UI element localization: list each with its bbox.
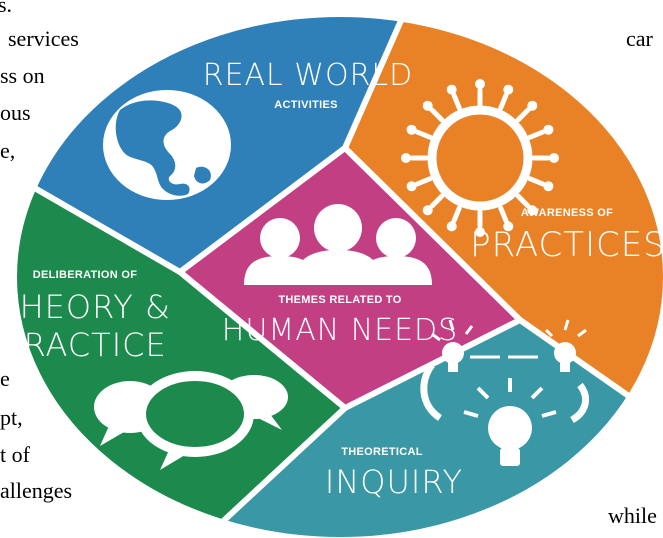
person-body bbox=[414, 129, 433, 140]
person-body bbox=[429, 193, 445, 209]
text-fragment-7: e bbox=[0, 366, 10, 391]
deliberation-title-line1: THEORY & bbox=[0, 288, 171, 326]
person-head bbox=[401, 153, 411, 163]
people-circle-icon bbox=[427, 105, 533, 211]
person-head bbox=[543, 124, 554, 135]
deliberation-subtitle: DELIBERATION OF bbox=[33, 269, 138, 281]
center-subtitle: THEMES RELATED TO bbox=[278, 294, 401, 306]
text-fragment-1: s. bbox=[0, 0, 13, 17]
real-world-title: REAL WORLD bbox=[203, 58, 414, 93]
person-body bbox=[451, 92, 462, 111]
text-fragment-3: car bbox=[626, 26, 653, 51]
person-body bbox=[515, 193, 531, 209]
person-head bbox=[503, 84, 514, 95]
person-body bbox=[429, 107, 445, 123]
lightbulbs-icon bbox=[420, 319, 590, 466]
person-head bbox=[446, 221, 457, 232]
person-head bbox=[446, 84, 457, 95]
deliberation-title-line2: PRACTICE bbox=[3, 326, 166, 364]
theoretical-title: INQUIRY bbox=[325, 463, 463, 501]
text-fragment-6: e, bbox=[0, 138, 16, 163]
diagram-outline bbox=[13, 13, 663, 538]
text-fragment-9: t of bbox=[0, 442, 30, 467]
text-fragment-8: pt, bbox=[0, 405, 23, 430]
person-body bbox=[515, 107, 531, 123]
person-head bbox=[503, 221, 514, 232]
person-body bbox=[527, 176, 546, 187]
people-group-icon bbox=[244, 204, 432, 285]
person-head bbox=[549, 153, 559, 163]
speech-bubbles-icon bbox=[94, 371, 288, 470]
person-head bbox=[543, 181, 554, 192]
person-body bbox=[498, 92, 509, 111]
person-body bbox=[414, 176, 433, 187]
people-ring bbox=[401, 79, 559, 237]
person-head bbox=[475, 227, 485, 237]
person-body bbox=[498, 205, 509, 224]
text-fragment-11: while bbox=[608, 503, 657, 528]
person-head bbox=[406, 181, 417, 192]
text-fragment-2: services bbox=[8, 26, 79, 51]
awareness-title: PRACTICES bbox=[470, 225, 663, 265]
person-head bbox=[475, 79, 485, 89]
person-body bbox=[451, 205, 462, 224]
real-world-subtitle: ACTIVITIES bbox=[274, 99, 338, 111]
center-title: HUMAN NEEDS bbox=[222, 313, 458, 348]
text-fragment-5: ous bbox=[0, 100, 31, 125]
theoretical-subtitle: THEORETICAL bbox=[341, 446, 423, 458]
person-body bbox=[527, 129, 546, 140]
globe-icon bbox=[103, 90, 231, 200]
person-head bbox=[406, 124, 417, 135]
awareness-subtitle: AWARENESS OF bbox=[521, 207, 613, 219]
text-fragment-4: ss on bbox=[0, 63, 45, 88]
text-fragment-10: allenges bbox=[0, 478, 73, 503]
